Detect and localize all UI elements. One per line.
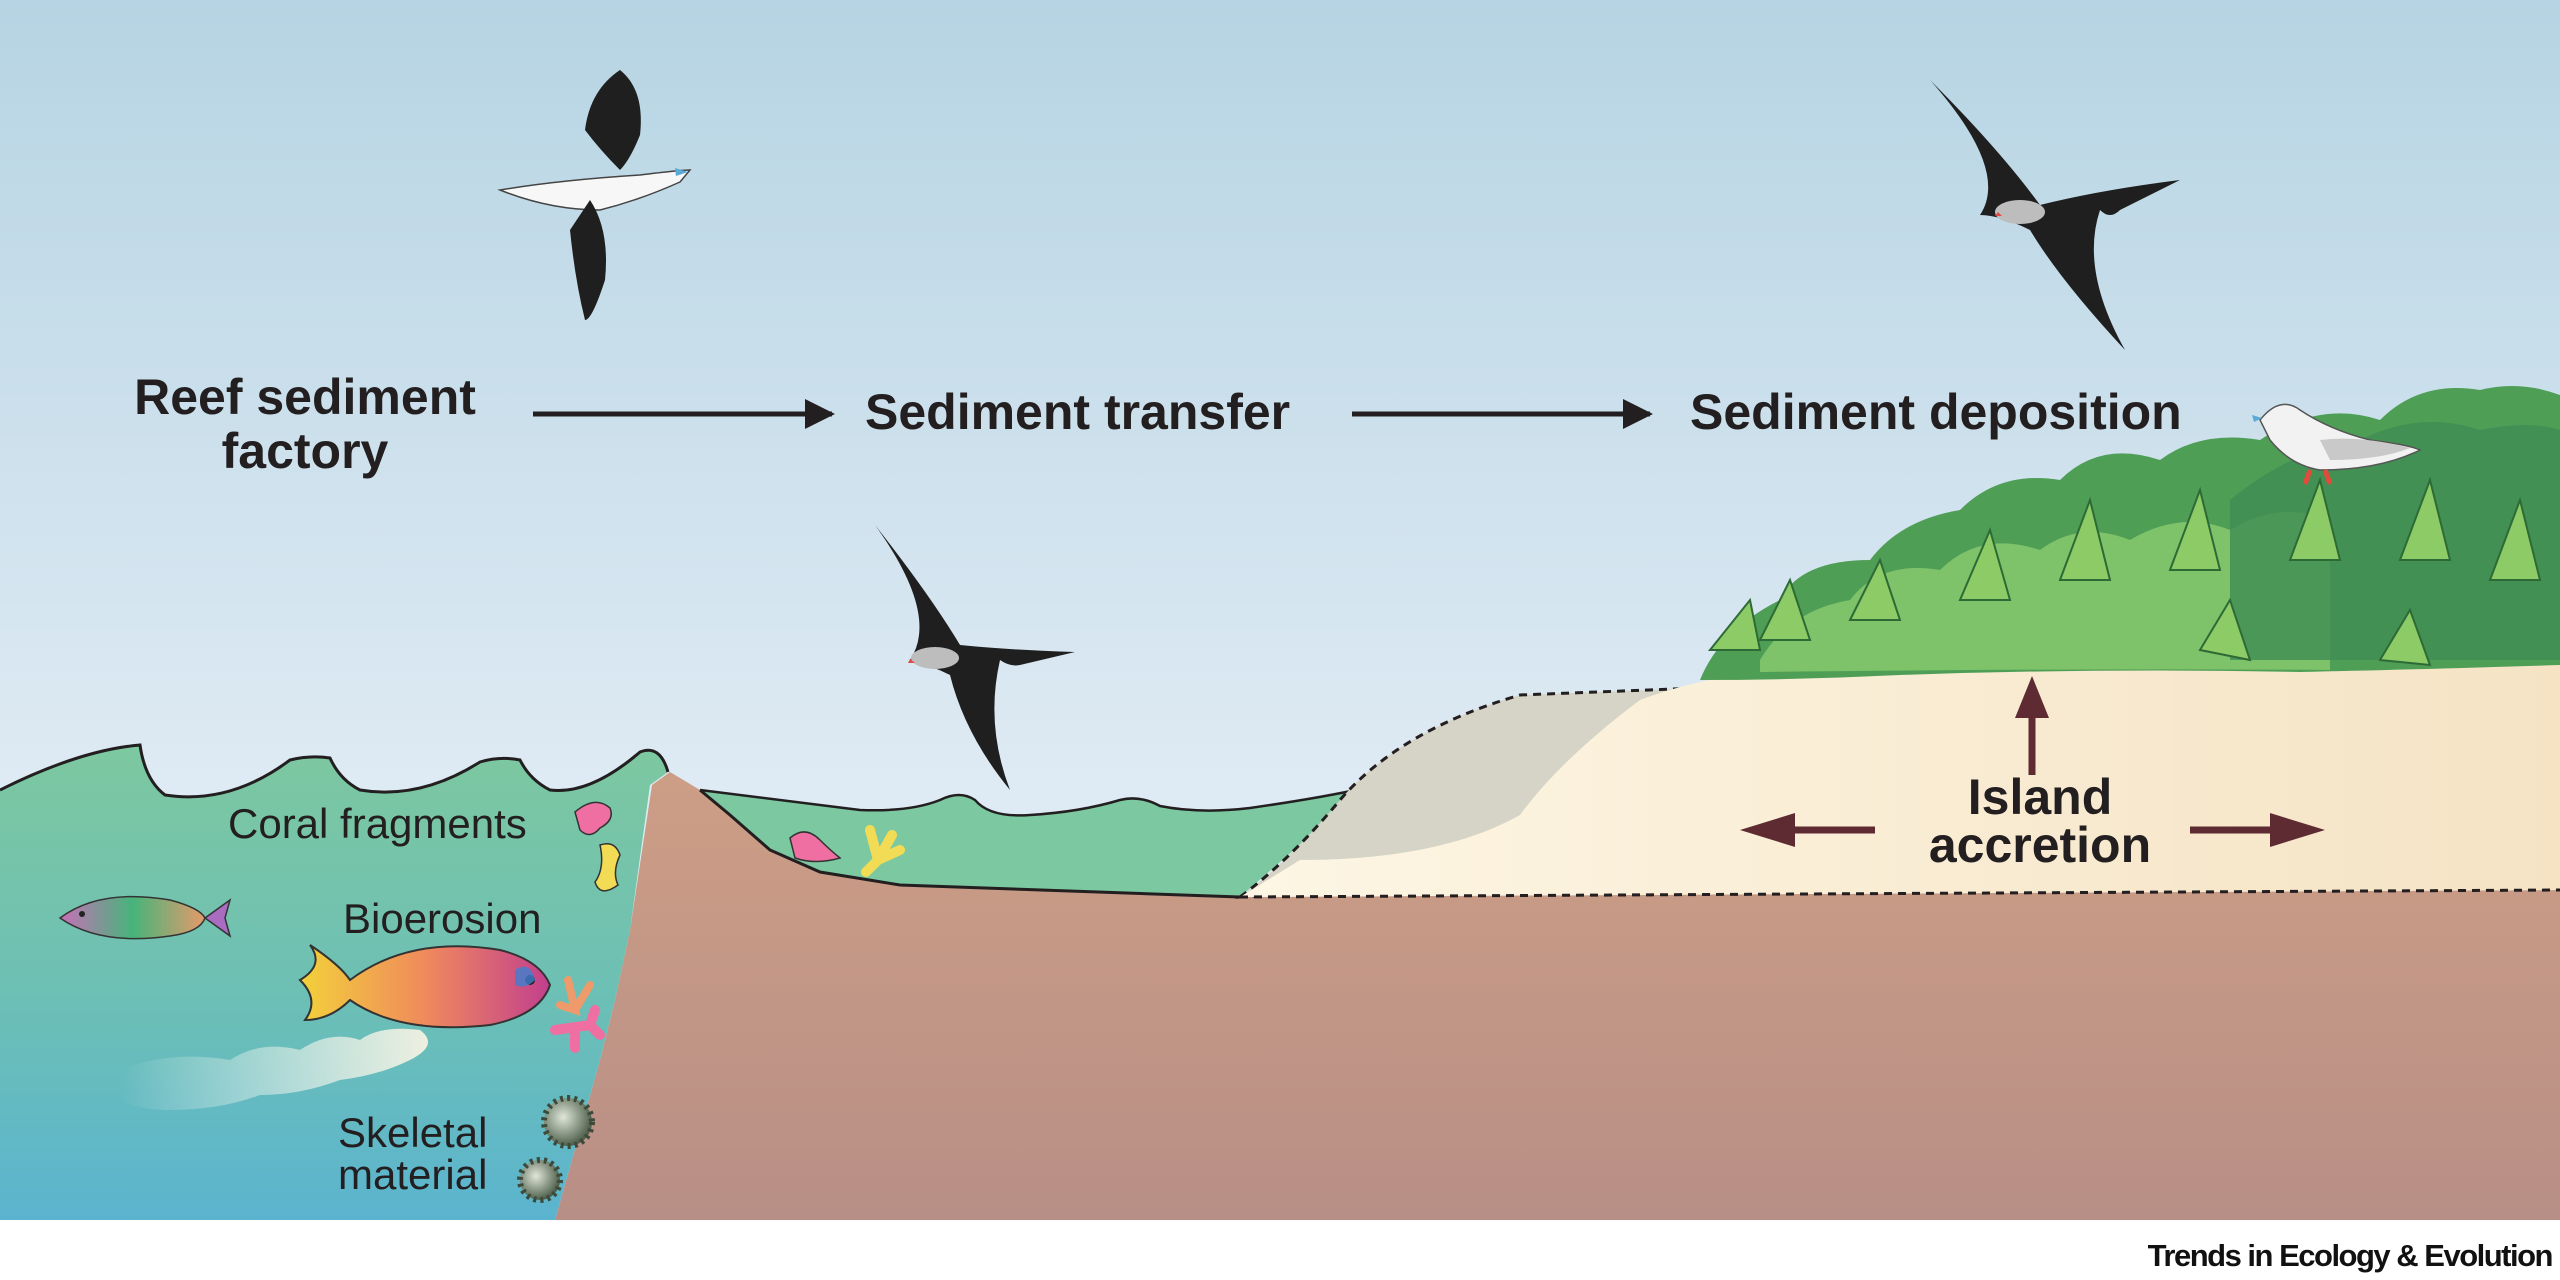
parrotfish-icon [298, 944, 552, 1029]
label-sediment-deposition: Sediment deposition [1690, 384, 2182, 440]
label-bioerosion: Bioerosion [343, 895, 542, 942]
label-coral-fragments: Coral fragments [228, 800, 527, 847]
coral-icon [550, 801, 905, 1053]
parrotfish-small-icon [58, 895, 232, 940]
label-skeletal-material: Skeletal material [338, 1109, 488, 1198]
sea-urchin-icon [517, 1095, 595, 1203]
sediment-plume [120, 1028, 428, 1110]
label-island-accretion: Island accretion [1928, 769, 2152, 873]
ocean-surface-line [0, 743, 670, 799]
label-reef-sediment-factory: Reef sediment factory [134, 369, 476, 479]
island-sand [1240, 660, 2560, 897]
accretion-arrows [1740, 676, 2325, 847]
lagoon-surface [699, 786, 1366, 817]
reef-bedrock [555, 772, 2560, 1220]
booby-flying-icon [497, 70, 692, 320]
label-sediment-transfer: Sediment transfer [865, 384, 1291, 440]
journal-credit: Trends in Ecology & Evolution [2147, 1238, 2554, 1273]
sand-baseline [1239, 888, 2560, 899]
frigatebird-flying-icon [1930, 80, 2180, 350]
booby-perched-icon [2252, 403, 2422, 485]
frigatebird-flying-icon [875, 525, 1075, 790]
lagoon-edge [699, 788, 1241, 899]
